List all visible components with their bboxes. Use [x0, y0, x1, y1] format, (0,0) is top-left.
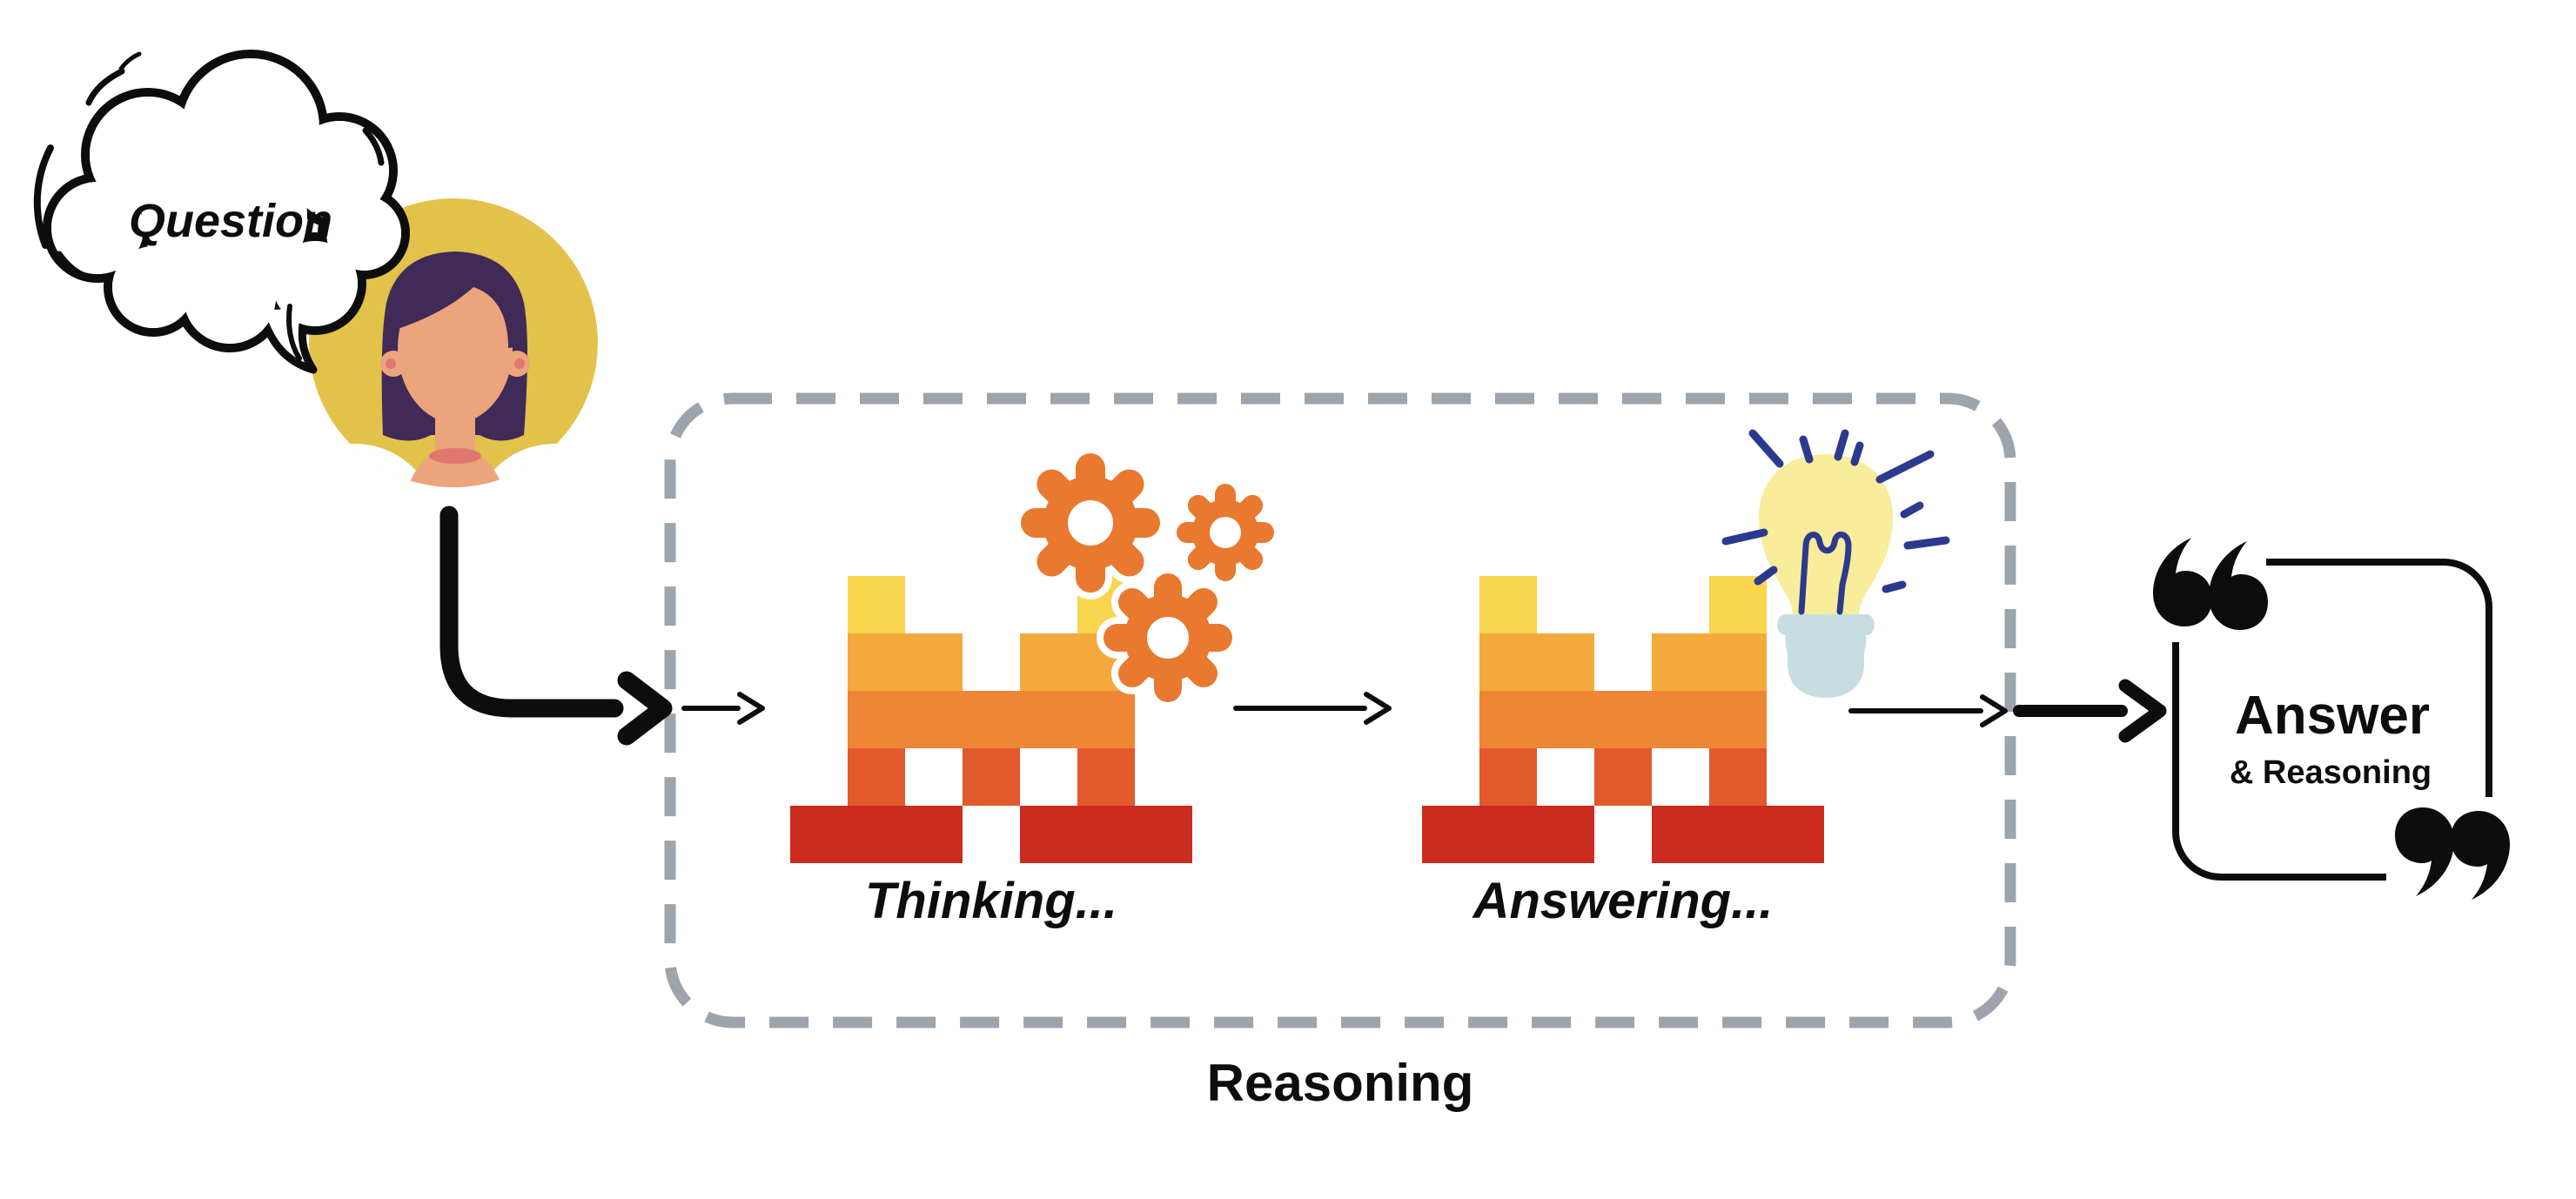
arrow-answering-to-border	[1848, 694, 2008, 727]
answer-title: Answer	[2235, 686, 2430, 746]
question-label: Question	[129, 195, 332, 247]
arrow-thinking-to-answering	[1233, 692, 1392, 725]
arrow-box-to-answer	[2013, 679, 2167, 743]
reasoning-box-label: Reasoning	[1207, 1054, 1474, 1112]
mistral-blocks-logo-icon-thinking	[790, 576, 1192, 863]
mistral-blocks-logo-icon-answering	[1422, 576, 1824, 863]
reasoning-dashed-box	[664, 392, 2016, 1028]
arrow-into-thinking	[681, 692, 765, 725]
cloud-speech-bubble-icon: Question	[33, 50, 410, 374]
answering-label: Answering...	[1472, 873, 1774, 929]
answer-quote-card: Answer & Reasoning	[2134, 519, 2526, 912]
arrow-question-to-box	[439, 506, 673, 746]
lightbulb-icon	[1721, 429, 1950, 698]
thinking-label: Thinking...	[865, 873, 1117, 929]
answer-subtitle: & Reasoning	[2230, 754, 2432, 791]
gears-icon	[1021, 453, 1274, 702]
